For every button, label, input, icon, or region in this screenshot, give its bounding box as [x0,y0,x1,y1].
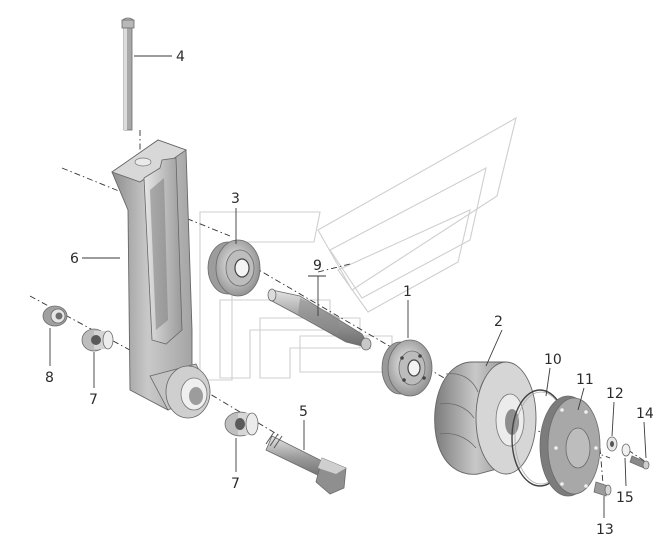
label-part-10: 10 [544,352,562,368]
label-part-11: 11 [576,372,594,388]
label-part-7-bottom: 7 [231,476,240,492]
label-part-1: 1 [403,284,412,300]
grease-nipple [593,481,612,497]
label-part-8: 8 [45,370,54,386]
shaft [267,288,372,351]
leader-lines [49,55,647,518]
label-part-4: 4 [176,49,185,65]
label-part-12: 12 [606,386,624,402]
watermark-emblem [199,116,517,381]
label-part-14: 14 [636,406,654,422]
bearing-lower [381,339,433,397]
slotted-arm [111,139,211,419]
bolt [265,431,347,495]
pulley [434,361,537,475]
small-washer [606,436,618,452]
part-labels: 4 3 6 9 1 2 10 11 12 14 15 13 5 8 7 7 [45,49,654,538]
label-part-13: 13 [596,522,614,538]
label-part-7-left: 7 [89,392,98,408]
small-bushing [42,305,68,327]
spring-washer [621,443,631,457]
screw-upper [629,455,650,470]
flanged-bushing-left [81,328,114,352]
flanged-bushing-bottom [224,411,259,437]
pin-rod [121,17,135,131]
label-part-15: 15 [616,490,634,506]
end-cover [539,395,601,497]
label-part-5: 5 [299,404,308,420]
label-part-6: 6 [70,251,79,267]
label-part-2: 2 [494,314,503,330]
bearing-upper [207,239,261,297]
label-part-9: 9 [313,258,322,274]
label-part-3: 3 [231,191,240,207]
